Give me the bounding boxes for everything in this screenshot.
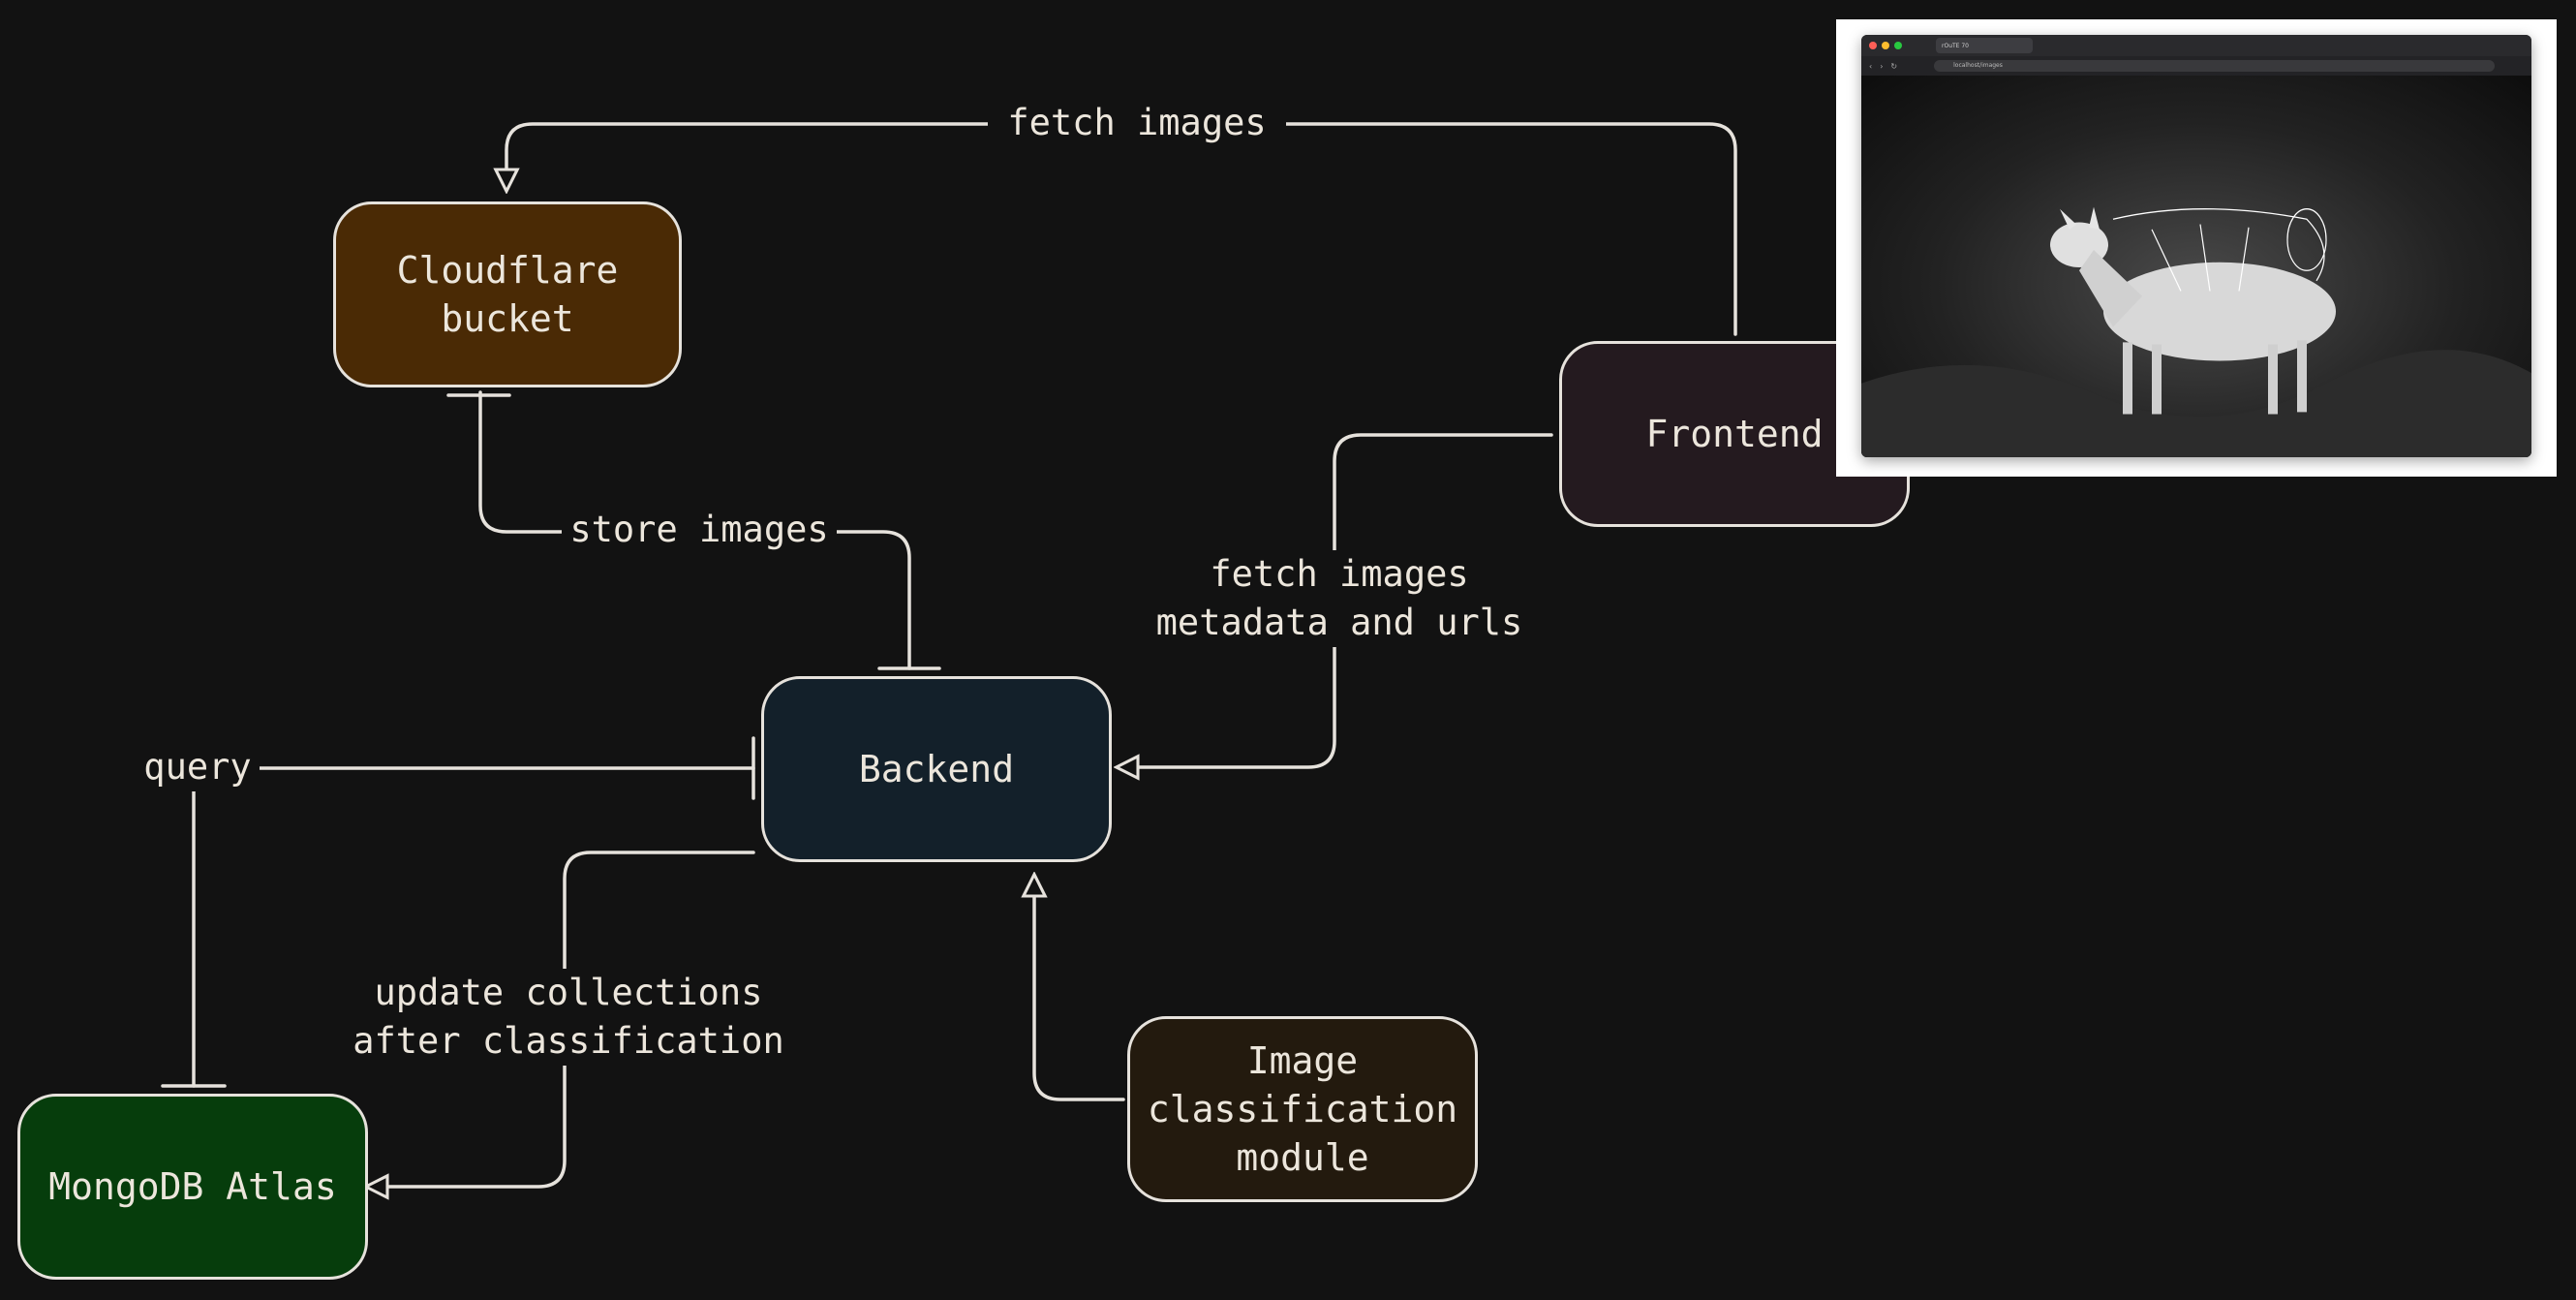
wildlife-camera-photo xyxy=(1861,76,2531,457)
node-mongodb-atlas: MongoDB Atlas xyxy=(17,1094,368,1280)
maximize-dot-icon xyxy=(1894,42,1902,49)
node-image-classification-module: Image classification module xyxy=(1127,1016,1478,1202)
browser-url-bar: ‹ › ↻ localhost/images xyxy=(1861,56,2531,76)
url-field: localhost/images xyxy=(1934,60,2495,72)
node-backend: Backend xyxy=(761,676,1112,862)
browser-tab: rOuTE 70 xyxy=(1936,38,2033,53)
reload-icon: ↻ xyxy=(1890,61,1898,71)
label-update-collections: update collections after classification xyxy=(347,969,790,1066)
edge-classifier-backend xyxy=(1034,896,1125,1101)
node-cloudflare-bucket: Cloudflare bucket xyxy=(333,201,682,387)
label-fetch-images-top: fetch images xyxy=(988,99,1286,147)
label-query: query xyxy=(136,743,260,791)
minimize-dot-icon xyxy=(1882,42,1889,49)
forward-arrow-icon: › xyxy=(1880,61,1884,71)
browser-screenshot: rOuTE 70 ‹ › ↻ localhost/images xyxy=(1836,19,2557,477)
deer-illustration xyxy=(1861,206,2531,457)
close-dot-icon xyxy=(1869,42,1877,49)
label-store-images: store images xyxy=(562,506,837,554)
label-fetch-metadata: fetch images metadata and urls xyxy=(1147,550,1532,647)
back-arrow-icon: ‹ xyxy=(1869,61,1873,71)
browser-tab-bar: rOuTE 70 xyxy=(1861,35,2531,56)
edge-fetch-images-top xyxy=(506,122,1737,336)
browser-window: rOuTE 70 ‹ › ↻ localhost/images xyxy=(1861,35,2531,457)
